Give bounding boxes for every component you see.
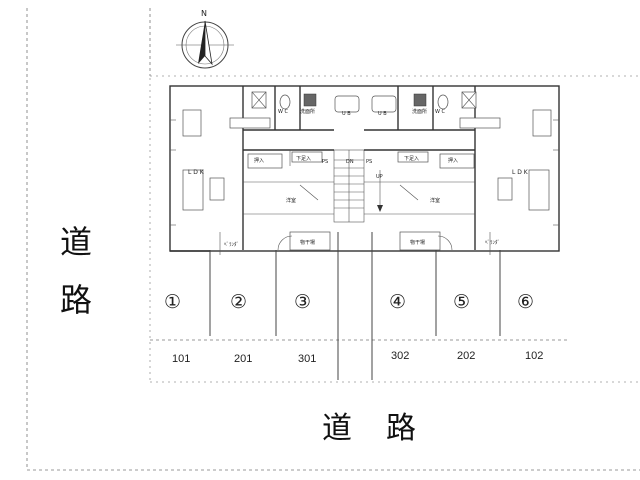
site-boundary — [26, 8, 640, 471]
unit-number-labels: 101 201 301 302 202 102 — [172, 350, 543, 365]
unit-number-4: 302 — [391, 350, 409, 362]
balcony-label-left: ﾍﾞﾗﾝﾀﾞ — [224, 241, 239, 248]
wc-label-left: W C — [278, 109, 289, 115]
ub-label-right: U B — [378, 111, 387, 117]
west-road-label: 道路 — [55, 225, 93, 341]
ldk-label-right: L D K — [512, 169, 529, 176]
parking-space-labels: ① ② ③ ④ ⑤ ⑥ — [164, 291, 534, 313]
laundry-label-left: 物干場 — [300, 239, 315, 246]
ub-label-left: U B — [342, 111, 351, 117]
western-room-label-right: 洋室 — [430, 197, 440, 204]
south-road-label: 道路 — [322, 411, 450, 446]
unit-number-2: 201 — [234, 353, 252, 365]
storage-label-right: 下足入 — [404, 156, 419, 162]
parking-space-4: ④ — [389, 291, 406, 313]
north-label: N — [201, 9, 207, 18]
parking-space-1: ① — [164, 291, 181, 313]
washroom-label-left: 洗面所 — [300, 108, 315, 115]
wc-label-right: W C — [435, 109, 446, 115]
unit-number-3: 301 — [298, 353, 316, 365]
parking-space-5: ⑤ — [453, 291, 470, 313]
western-room-label-left: 洋室 — [286, 197, 296, 204]
ps-label-right: PS — [366, 159, 372, 165]
ldk-label-left: L D K — [188, 169, 205, 176]
closet-label-right: 押入 — [448, 157, 458, 164]
washroom-label-right: 洗面所 — [412, 108, 427, 115]
parking-lot — [150, 232, 570, 380]
storage-label-left: 下足入 — [296, 156, 311, 162]
parking-space-3: ③ — [294, 291, 311, 313]
unit-number-5: 202 — [457, 350, 475, 362]
compass-icon — [176, 20, 234, 69]
closet-label-left: 押入 — [254, 157, 264, 164]
laundry-label-right: 物干場 — [410, 239, 425, 246]
balcony-label-right: ﾍﾞﾗﾝﾀﾞ — [485, 239, 500, 246]
laundry-areas — [277, 231, 453, 251]
parking-space-2: ② — [230, 291, 247, 313]
unit-number-6: 102 — [525, 350, 543, 362]
dn-label: DN — [346, 159, 354, 165]
up-label: UP — [376, 174, 383, 180]
unit-number-1: 101 — [172, 353, 190, 365]
building — [169, 85, 560, 252]
ps-label-left: PS — [322, 159, 328, 165]
parking-space-6: ⑥ — [517, 291, 534, 313]
